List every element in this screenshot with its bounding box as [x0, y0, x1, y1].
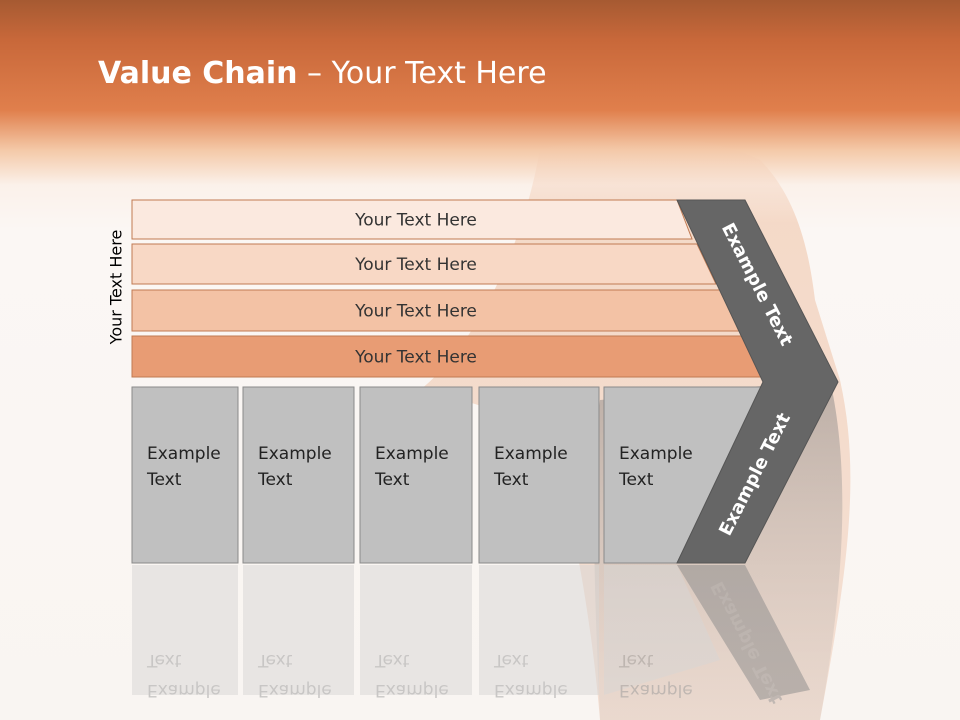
- activity-box-3-line2: Text: [374, 470, 410, 490]
- activity-box-2: [242, 386, 355, 564]
- activity-box-1: [131, 386, 239, 564]
- band-1-label: Your Text Here: [354, 211, 477, 231]
- activity-box-2-reflection-line2: Text: [257, 650, 293, 670]
- title-bold: Value Chain: [98, 56, 298, 91]
- activity-box-4-line2: Text: [493, 470, 529, 490]
- activity-box-5-reflection-line1: Example: [619, 680, 693, 700]
- band-2-label: Your Text Here: [354, 255, 477, 275]
- band-4-label: Your Text Here: [354, 348, 477, 368]
- activity-box-2-line2: Text: [257, 470, 293, 490]
- activity-box-4-reflection-line1: Example: [494, 680, 568, 700]
- activity-box-1-reflection-line1: Example: [147, 680, 221, 700]
- band-3-label: Your Text Here: [354, 302, 477, 322]
- activity-box-1-reflection-line2: Text: [146, 650, 182, 670]
- activity-box-4-reflection: [479, 565, 599, 695]
- activity-box-5-line1: Example: [619, 444, 693, 464]
- title-rest: – Your Text Here: [297, 56, 547, 91]
- activity-box-5-line2: Text: [618, 470, 654, 490]
- activity-box-1-line2: Text: [146, 470, 182, 490]
- band-2: [131, 243, 717, 285]
- slide-title: Value Chain – Your Text Here: [98, 56, 547, 91]
- band-1: [131, 199, 693, 240]
- activity-box-1-line1: Example: [147, 444, 221, 464]
- activity-box-2-reflection-line1: Example: [258, 680, 332, 700]
- activity-box-4-line1: Example: [494, 444, 568, 464]
- chevron-shape: [676, 199, 839, 564]
- activity-box-2-line1: Example: [258, 444, 332, 464]
- activity-box-5-reflection: [604, 565, 720, 695]
- chevron-reflection: [677, 565, 810, 700]
- activity-box-3-line1: Example: [375, 444, 449, 464]
- activity-box-5-reflection-line2: Text: [618, 650, 654, 670]
- activity-box-3-reflection-line2: Text: [374, 650, 410, 670]
- activity-box-1-reflection: [132, 565, 238, 695]
- activity-box-4-reflection-line2: Text: [493, 650, 529, 670]
- activity-box-3-reflection: [360, 565, 472, 695]
- activity-box-2-reflection: [243, 565, 354, 695]
- activity-box-4: [478, 386, 600, 564]
- activity-box-3: [359, 386, 473, 564]
- activity-box-3-reflection-line1: Example: [375, 680, 449, 700]
